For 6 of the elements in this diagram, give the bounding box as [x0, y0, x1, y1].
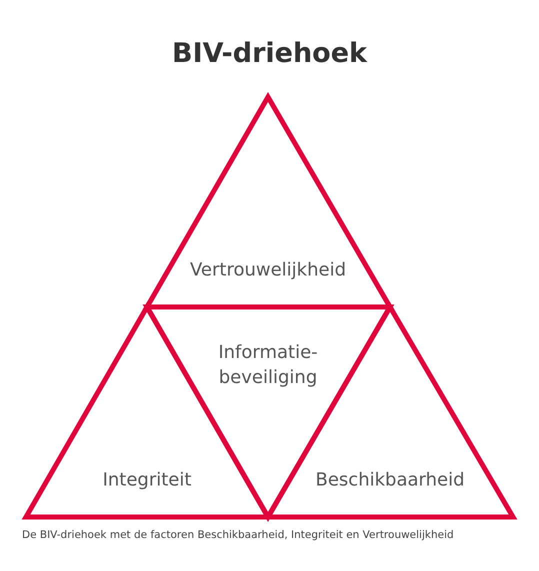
diagram-title: BIV-driehoek: [172, 37, 367, 71]
segment-label: Integriteit: [102, 468, 192, 492]
segment-label: Informatie- beveiliging: [218, 341, 318, 390]
segment-label: Vertrouwelijkheid: [190, 258, 346, 282]
segment-label: Beschikbaarheid: [316, 468, 464, 492]
figure-caption: De BIV-driehoek met de factoren Beschikbaarheid, Integriteit en Vertrouwelijkheid: [22, 528, 454, 542]
